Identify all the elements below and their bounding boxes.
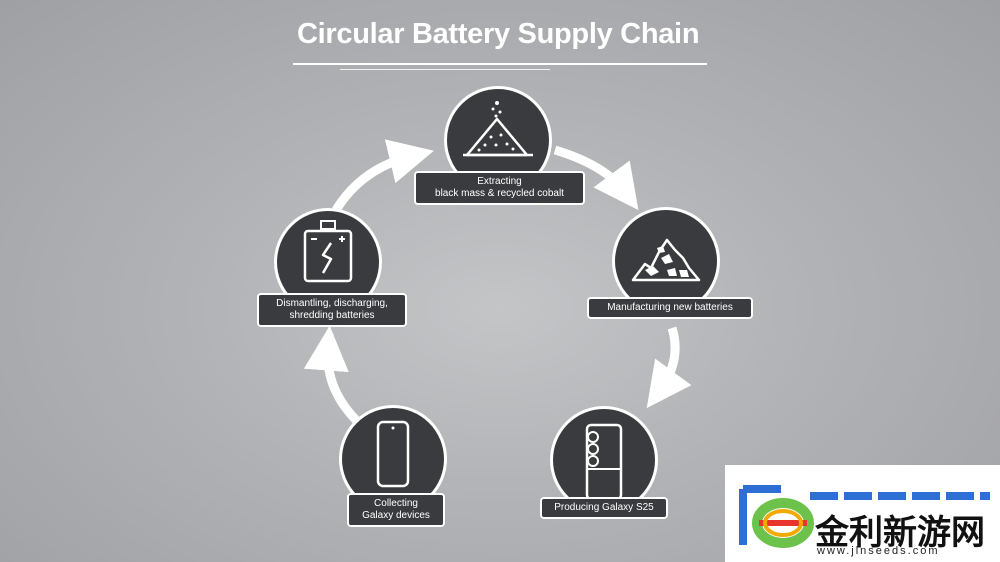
watermark-bars — [810, 492, 990, 500]
watermark-text: 金利新游网 — [815, 514, 985, 552]
foldable-phone-icon — [585, 423, 623, 501]
e-letter-logo — [739, 485, 814, 548]
step-collecting-label: Collecting Galaxy devices — [347, 493, 445, 527]
cracked-battery-icon — [303, 220, 353, 283]
step-manufacturing-label: Manufacturing new batteries — [587, 297, 753, 319]
powder-pile-icon — [463, 101, 533, 157]
step-extracting-label: Extracting black mass & recycled cobalt — [414, 171, 585, 205]
watermark: 金利新游网 www.jlnseeds.com — [725, 465, 1000, 562]
rock-pile-icon — [631, 238, 701, 282]
title-underline-secondary — [340, 69, 550, 70]
watermark-url: www.jlnseeds.com — [817, 545, 940, 557]
arrow-collect-to-dismantle — [303, 325, 360, 424]
step-producing-label: Producing Galaxy S25 — [540, 497, 668, 519]
smartphone-icon — [376, 420, 410, 488]
arrow-dismantle-to-extract — [332, 139, 434, 213]
step-producing-node — [550, 406, 658, 514]
arrow-extract-to-manufacture — [553, 145, 639, 211]
step-dismantling-label: Dismantling, discharging, shredding batt… — [257, 293, 407, 327]
arrow-manufacture-to-produce — [646, 326, 692, 409]
diagram-title: Circular Battery Supply Chain — [297, 18, 700, 50]
title-underline — [293, 63, 707, 65]
